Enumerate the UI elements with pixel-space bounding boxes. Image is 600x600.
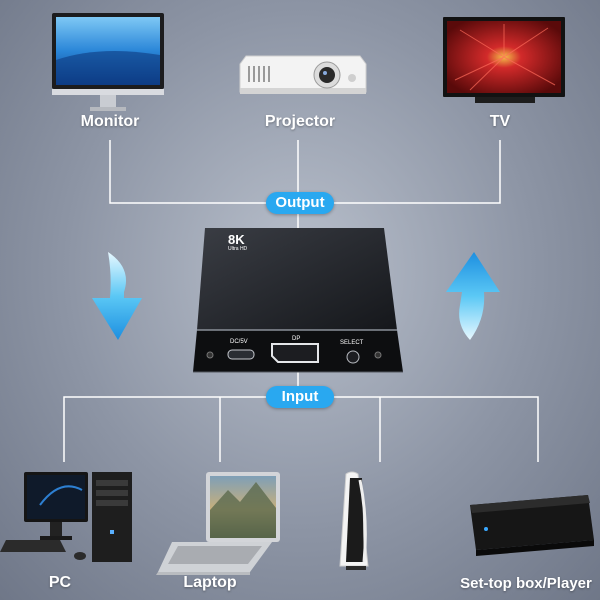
dp-port [271,343,319,363]
input-label-set-top-box: Set-top box/Player [460,575,592,592]
input-badge: Input [266,386,334,408]
monitor-icon [52,13,164,111]
port-dp-label: DP [292,336,300,342]
output-label-tv: TV [489,113,511,130]
down-arrow-icon [92,252,142,340]
set-top-box-icon [470,495,594,556]
usb-c-port [227,349,255,360]
status-led [374,351,382,359]
output-badge: Output [266,192,334,214]
output-label-monitor: Monitor [80,113,140,130]
port-power-label: DC/5V [230,339,248,345]
input-label-pc: PC [48,574,72,591]
up-arrow-icon [446,252,500,340]
tv-icon [443,17,565,103]
input-lines [63,372,539,462]
laptop-icon [156,472,280,575]
device-badge-main: 8K [228,232,245,247]
output-lines [109,140,501,228]
projector-icon [239,55,367,94]
device-badge-sub: Ultra HD [228,246,248,252]
pc-icon [0,472,132,562]
game-console-icon [339,471,369,570]
power-led [206,351,214,359]
output-label-projector: Projector [264,113,336,130]
select-button[interactable] [346,350,360,364]
switch-device [193,228,403,373]
input-label-laptop: Laptop [183,574,237,591]
port-select-label: SELECT [340,340,364,346]
